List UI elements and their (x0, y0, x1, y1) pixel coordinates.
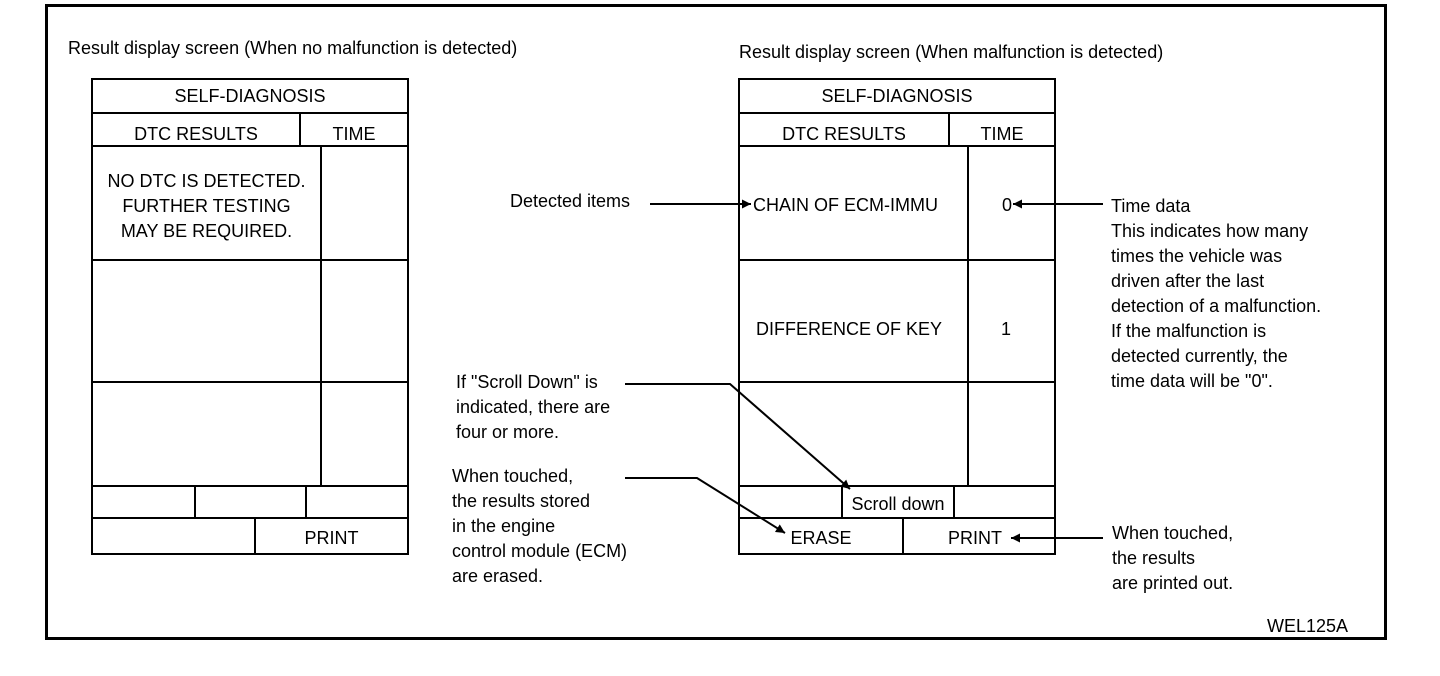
result-time: 0 (1002, 195, 1013, 215)
figure-frame (45, 4, 1387, 640)
left-screen-caption: Result display screen (When no malfuncti… (68, 38, 518, 58)
print-note: When touched, the results are printed ou… (1112, 523, 1234, 593)
right-header: SELF-DIAGNOSIS (821, 86, 973, 106)
figure-id: WEL125A (1267, 616, 1349, 636)
right-print-button[interactable]: PRINT (948, 528, 1002, 548)
right-screen-caption: Result display screen (When malfunction … (739, 42, 1164, 62)
left-col-results: DTC RESULTS (134, 124, 258, 144)
left-header: SELF-DIAGNOSIS (174, 86, 326, 106)
scroll-note: If "Scroll Down" is indicated, there are… (456, 372, 611, 442)
erase-note-arrow (625, 477, 786, 534)
result-time: 1 (1001, 319, 1012, 339)
erase-note: When touched, the results stored in the … (452, 466, 628, 586)
right-col-time: TIME (980, 124, 1024, 144)
time-data-note: Time data This indicates how many times … (1111, 196, 1322, 391)
erase-button[interactable]: ERASE (790, 528, 852, 548)
scroll-note-arrow (625, 383, 851, 490)
left-screen-outline (91, 78, 409, 555)
left-message: NO DTC IS DETECTED. FURTHER TESTING MAY … (107, 171, 306, 241)
left-col-time: TIME (332, 124, 376, 144)
right-screen-outline (738, 78, 1056, 555)
right-col-results: DTC RESULTS (782, 124, 906, 144)
scroll-down-button[interactable]: Scroll down (851, 494, 945, 514)
left-print-button[interactable]: PRINT (304, 528, 359, 548)
result-item: CHAIN OF ECM-IMMU (753, 195, 938, 215)
result-item: DIFFERENCE OF KEY (756, 319, 943, 339)
detected-items-label: Detected items (510, 191, 631, 211)
